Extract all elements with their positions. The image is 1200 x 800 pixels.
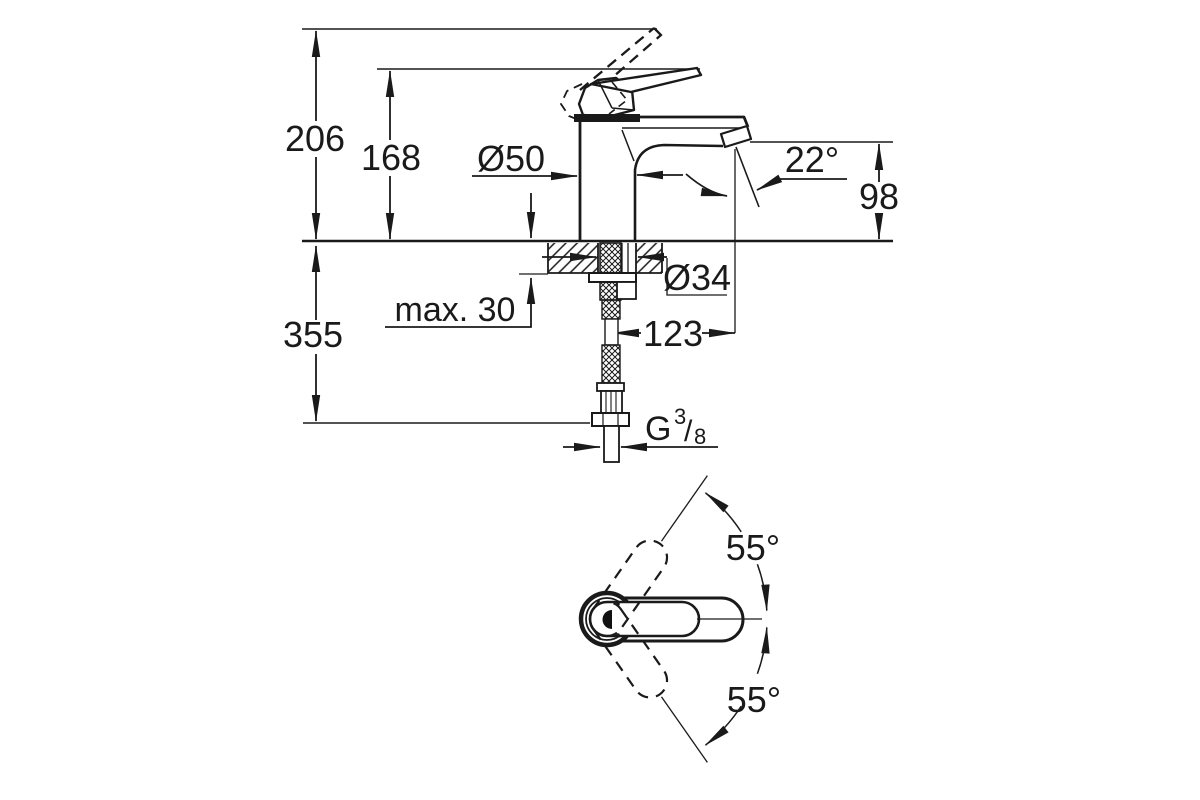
dim-below-deck-label: 355 xyxy=(283,314,343,355)
below-counter-assembly xyxy=(547,242,663,463)
thread-denominator: 8 xyxy=(694,424,706,449)
hose-collar xyxy=(596,382,625,392)
handle-raised-dashed xyxy=(579,27,663,99)
spout-top-edge xyxy=(640,115,750,128)
connection-tube xyxy=(603,425,620,463)
spout-underside xyxy=(633,143,724,241)
crimp-sleeve-ribs xyxy=(605,391,617,413)
lever-rotated-down xyxy=(588,600,708,763)
faucet-body xyxy=(578,115,753,241)
handle-base-band xyxy=(574,114,640,122)
handle-blade xyxy=(589,66,703,94)
counter-slab-right-hatch xyxy=(636,243,662,273)
dim-spout-reach-label: 123 xyxy=(643,313,703,354)
front-elevation: 206 168 Ø50 22° 98 355 max. 30 Ø34 123 G… xyxy=(283,27,899,463)
hex-nut-facets xyxy=(602,413,619,426)
dim-spout-height-label: 98 xyxy=(859,176,899,217)
mounting-bracket xyxy=(616,281,637,300)
lever-down-reference-line xyxy=(660,696,708,763)
thread-letter: G xyxy=(645,410,671,448)
shank-spacer-lines xyxy=(621,243,629,273)
dim-22deg-leader xyxy=(756,174,847,191)
swivel-angle-upper-label: 55° xyxy=(726,527,780,568)
swivel-angle-arcs xyxy=(704,492,770,746)
dim-deck-thickness-label: max. 30 xyxy=(395,291,516,329)
faucet-handle xyxy=(559,27,703,122)
thread-size-label: G 3 / 8 xyxy=(645,404,706,449)
thread-numerator: 3 xyxy=(674,404,686,429)
lower-arc-segment-1 xyxy=(704,705,742,746)
counter-slab-left-hatch xyxy=(548,243,598,273)
counter-slab-left-outline xyxy=(547,243,599,274)
handle-facet-lines xyxy=(597,79,635,111)
upper-arc-segment-2 xyxy=(756,564,770,612)
swivel-angle-lower-label: 55° xyxy=(727,679,781,720)
lever-down-dashed-outline xyxy=(588,600,669,699)
lever-up-reference-line xyxy=(660,475,708,542)
stream-direction-arc-arrow xyxy=(685,173,728,197)
hose-break-section xyxy=(604,318,619,346)
counter-slab-right-outline xyxy=(635,243,663,274)
upper-arc-segment-1 xyxy=(704,492,742,533)
hose-braid-lower xyxy=(601,344,621,384)
lower-arc-segment-2 xyxy=(756,626,770,674)
handle-top-view: 55° 55° xyxy=(578,475,781,763)
spout-inner-diagonal xyxy=(621,129,635,162)
dim-total-height-label: 206 xyxy=(285,118,345,159)
dim-max30-leader xyxy=(385,277,536,328)
handle-raised-pivot-dashed xyxy=(559,83,583,122)
pivot-dot-lower xyxy=(616,633,620,637)
dim-aerator-angle-label: 22° xyxy=(785,139,839,180)
aerator xyxy=(719,124,753,149)
front-view-labels: 206 168 Ø50 22° 98 355 max. 30 Ø34 123 G… xyxy=(283,118,899,449)
extension-lines xyxy=(302,28,893,424)
hose-hex-nut xyxy=(591,412,630,427)
mounting-flange xyxy=(588,272,637,283)
stream-angle-line xyxy=(735,146,760,208)
handle-inner-dashed xyxy=(608,81,629,115)
dim-body-diameter-label: Ø50 xyxy=(477,138,545,179)
pivot-logo-mark xyxy=(602,610,612,629)
dim-d34-leader xyxy=(666,258,727,296)
dim-handle-height-label: 168 xyxy=(361,137,421,178)
dim-hole-diameter-label: Ø34 xyxy=(663,257,731,298)
thread-slash: / xyxy=(684,415,693,448)
hose-braid-upper xyxy=(601,299,621,320)
